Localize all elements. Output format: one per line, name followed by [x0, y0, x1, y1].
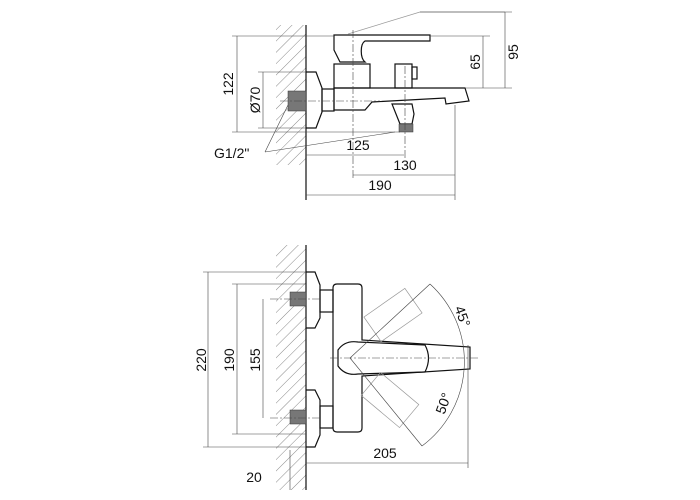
dim-20: 20 — [246, 469, 262, 485]
rotation-arc — [421, 283, 465, 447]
connector-nut — [321, 88, 335, 112]
flange — [306, 71, 323, 129]
thread-label: G1/2" — [214, 145, 249, 161]
mixer-body — [332, 283, 471, 433]
angle-45: 45° — [452, 304, 474, 329]
dim-diameter-70: Ø70 — [247, 87, 263, 114]
cartridge-body — [333, 63, 371, 89]
dim-65: 65 — [467, 54, 483, 70]
dim-125: 125 — [346, 137, 370, 153]
wall-hatch — [276, 245, 306, 490]
dim-190: 190 — [368, 177, 392, 193]
lever-ghost-down — [360, 371, 420, 429]
side-view: 95 65 122 Ø70 125 130 190 G1/2" — [214, 11, 521, 200]
lever-ghost-up — [363, 287, 423, 343]
dim-95: 95 — [505, 44, 521, 60]
dim-220: 220 — [193, 348, 209, 372]
dim-190: 190 — [221, 348, 237, 372]
lever-handle — [337, 341, 430, 375]
outlet-neck — [391, 103, 415, 125]
outlet-thread — [398, 123, 414, 133]
inlet-thread-lower — [289, 409, 307, 425]
lever-ghost — [347, 11, 505, 35]
angle-50: 50° — [432, 391, 454, 416]
dim-155: 155 — [247, 348, 263, 372]
flange-lower — [306, 389, 321, 448]
diverter-button — [411, 66, 418, 80]
top-view: 45° 50° 220 190 155 205 20 — [193, 245, 480, 490]
connector-lower — [319, 405, 334, 429]
flange-upper — [306, 271, 321, 329]
spout-body — [333, 87, 470, 111]
dim-205: 205 — [373, 445, 397, 461]
dim-122: 122 — [220, 72, 236, 96]
diverter-knob — [394, 63, 413, 89]
dim-130: 130 — [393, 157, 417, 173]
lever-handle — [333, 34, 431, 63]
connector-upper — [319, 289, 334, 313]
